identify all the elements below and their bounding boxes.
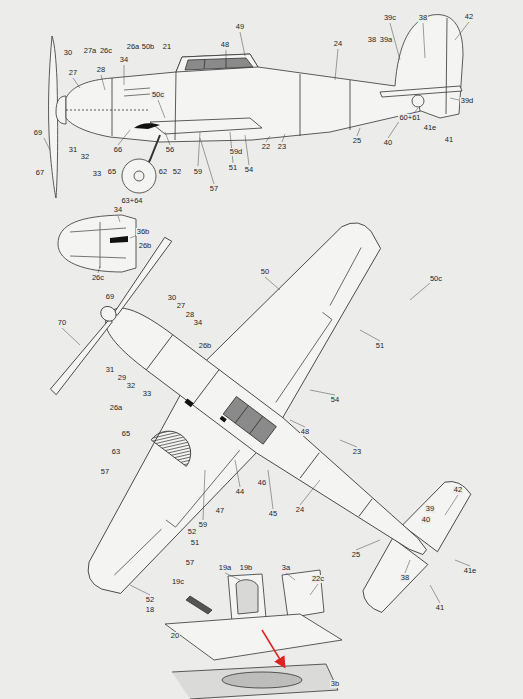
callout-number: 70	[57, 319, 67, 327]
callout-number: 32	[126, 382, 136, 390]
callout-number: 30	[63, 49, 73, 57]
callout-number: 38	[418, 14, 428, 22]
callout-number: 39d	[460, 97, 475, 105]
callout-number: 63	[111, 448, 121, 456]
callout-number: 33	[142, 390, 152, 398]
callout-number: 26b	[198, 342, 213, 350]
callout-number: 48	[220, 41, 230, 49]
callout-number: 50c	[151, 91, 165, 99]
callout-number: 41	[435, 604, 445, 612]
callout-number: 51	[375, 342, 385, 350]
callout-number: 38	[400, 574, 410, 582]
callout-number: 40	[421, 516, 431, 524]
callout-number: 46	[257, 479, 267, 487]
callout-number: 47	[215, 507, 225, 515]
callout-number: 50b	[141, 43, 156, 51]
callout-number: 24	[295, 506, 305, 514]
callout-number: 50	[260, 268, 270, 276]
callout-number: 57	[185, 559, 195, 567]
callout-number: 34	[193, 319, 203, 327]
callout-number: 39c	[383, 14, 397, 22]
callout-number: 24	[333, 40, 343, 48]
callout-number: 57	[209, 185, 219, 193]
callout-number: 38	[367, 36, 377, 44]
callout-number: 22	[261, 143, 271, 151]
callout-number: 19a	[218, 564, 233, 572]
callout-number: 42	[464, 13, 474, 21]
callout-number: 52	[145, 596, 155, 604]
callout-number: 19c	[171, 578, 185, 586]
callout-number: 48	[300, 428, 310, 436]
callout-number: 34	[119, 56, 129, 64]
callout-number: 26c	[99, 47, 113, 55]
callout-number: 23	[277, 143, 287, 151]
callout-number: 52	[172, 168, 182, 176]
callout-number: 21	[162, 43, 172, 51]
callout-number: 44	[235, 488, 245, 496]
callout-number: 25	[352, 137, 362, 145]
callout-number: 31	[105, 366, 115, 374]
callout-number: 22c	[311, 575, 325, 583]
callout-number: 26c	[91, 274, 105, 282]
callout-number: 23	[352, 448, 362, 456]
callout-number: 54	[244, 166, 254, 174]
callout-number: 62	[158, 168, 168, 176]
callout-number: 69	[105, 293, 115, 301]
callout-number: 51	[190, 539, 200, 547]
callout-number: 56	[165, 146, 175, 154]
callout-number: 59d	[229, 148, 244, 156]
callout-number: 33	[92, 170, 102, 178]
callout-number: 59	[198, 521, 208, 529]
callout-number: 59	[193, 168, 203, 176]
callout-number: 67	[35, 169, 45, 177]
callout-number: 50c	[429, 275, 443, 283]
callout-number: 34	[113, 206, 123, 214]
callout-number: 26a	[126, 43, 141, 51]
callout-number: 41e	[463, 567, 478, 575]
callout-number: 28	[185, 311, 195, 319]
callout-number: 28	[96, 66, 106, 74]
callout-number: 30	[167, 294, 177, 302]
callout-number: 40	[383, 139, 393, 147]
callout-number: 63+64	[120, 197, 143, 205]
callout-number: 31	[68, 146, 78, 154]
callout-number: 42	[453, 486, 463, 494]
callout-number: 41	[444, 136, 454, 144]
callout-number: 60+61	[398, 114, 421, 122]
callout-number: 52	[187, 528, 197, 536]
callout-number: 51	[228, 164, 238, 172]
callout-number: 27	[68, 69, 78, 77]
callout-number: 39	[425, 505, 435, 513]
callout-number: 27	[176, 302, 186, 310]
callout-number: 39a	[379, 36, 394, 44]
callout-number: 26b	[138, 242, 153, 250]
callout-number: 36b	[136, 228, 151, 236]
callout-number: 57	[100, 468, 110, 476]
callout-number: 3a	[281, 564, 291, 572]
callout-number: 54	[330, 396, 340, 404]
callout-number: 41e	[423, 124, 438, 132]
callout-number: 25	[351, 551, 361, 559]
callout-number: 18	[145, 606, 155, 614]
callout-number: 69	[33, 129, 43, 137]
callout-number: 26a	[109, 404, 124, 412]
callout-number: 65	[107, 168, 117, 176]
callout-number: 66	[113, 146, 123, 154]
callout-number: 3b	[330, 680, 340, 688]
callout-number: 29	[117, 374, 127, 382]
callout-number: 19b	[239, 564, 254, 572]
callout-number: 65	[121, 430, 131, 438]
callout-number: 20	[170, 632, 180, 640]
callout-number: 32	[80, 153, 90, 161]
callout-number: 49	[235, 23, 245, 31]
callout-number: 45	[268, 510, 278, 518]
callout-number: 27a	[83, 47, 98, 55]
